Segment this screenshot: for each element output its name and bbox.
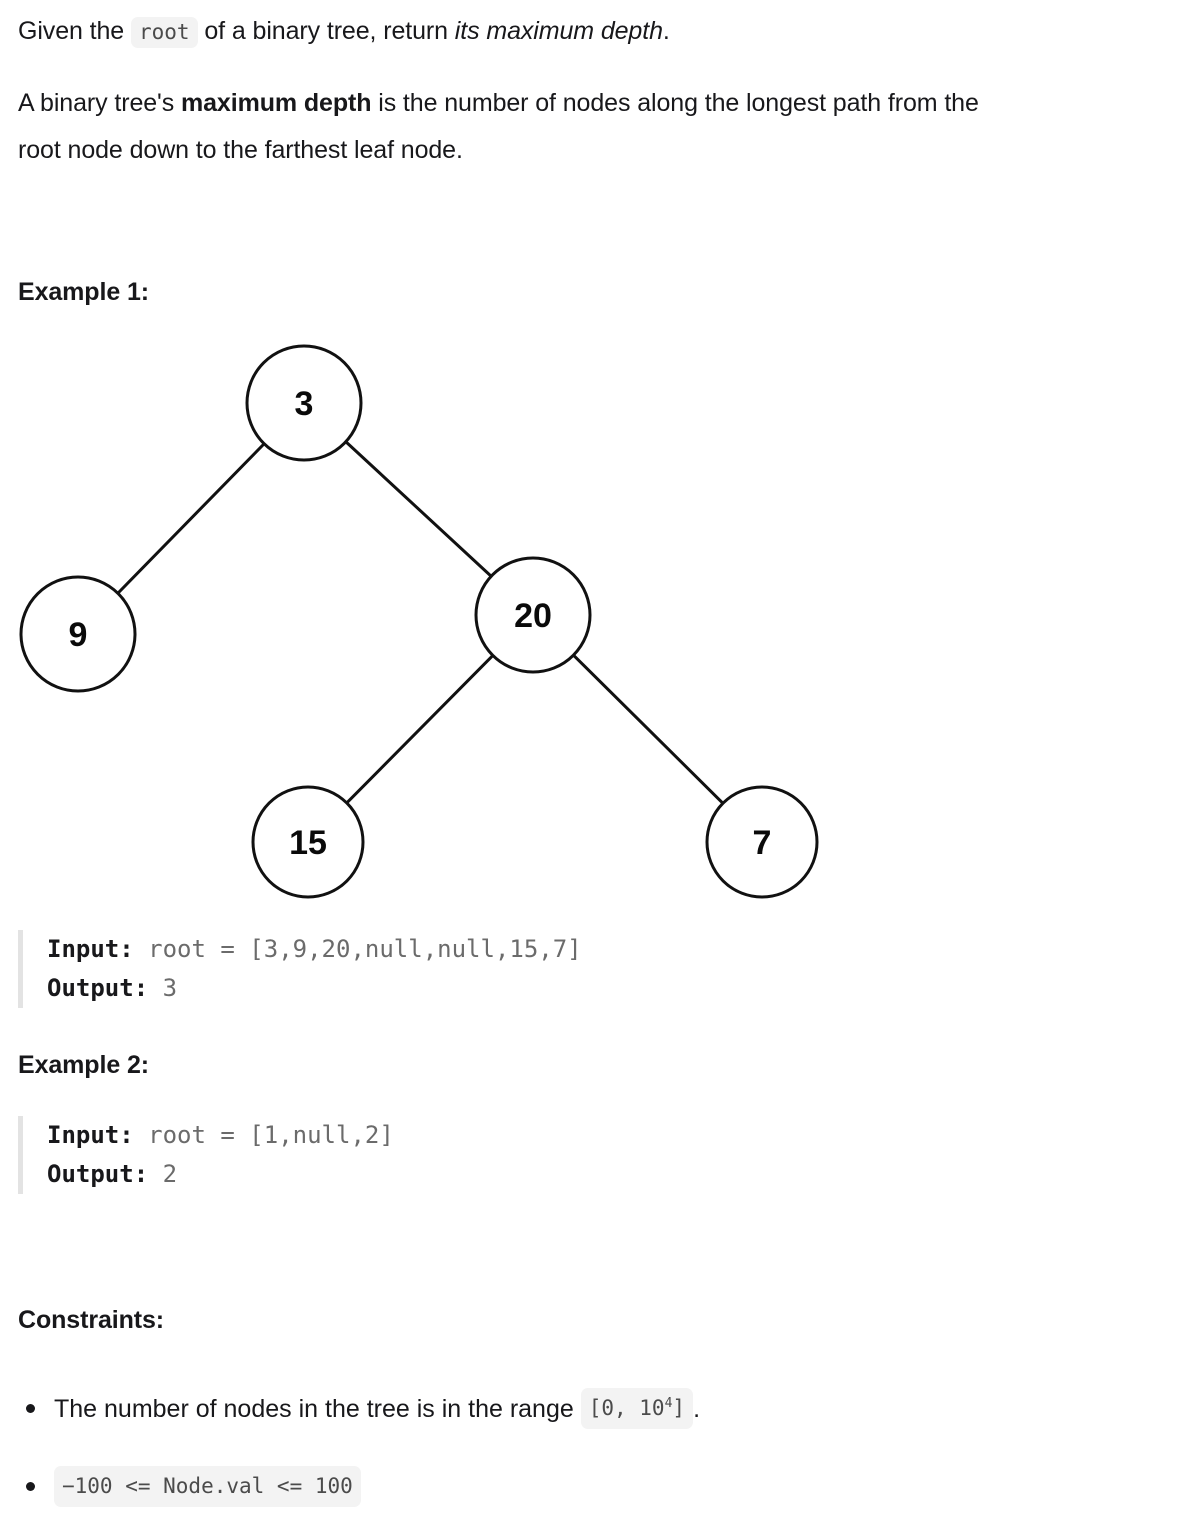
constraint-1-code-tail: ] xyxy=(672,1396,686,1420)
tree-edge xyxy=(344,440,493,578)
constraint-item-2-text: −100 <= Node.val <= 100 xyxy=(54,1466,361,1507)
example-2-input-label: Input: xyxy=(47,1121,134,1149)
constraint-item-1-text: The number of nodes in the tree is in th… xyxy=(54,1388,700,1429)
definition-text-part2: is the number of nodes along the longest… xyxy=(371,89,979,117)
definition-text-line2: root node down to the farthest leaf node… xyxy=(18,136,463,164)
example-1-heading: Example 1: xyxy=(18,278,150,306)
constraint-1-text-before: The number of nodes in the tree is in th… xyxy=(54,1394,581,1423)
tree-node-9: 9 xyxy=(19,575,137,693)
binary-tree-svg: 3 9 20 15 7 xyxy=(19,344,819,899)
constraint-1-code-base: [0, 10 xyxy=(588,1396,665,1420)
example-1-input-label: Input: xyxy=(47,935,134,963)
bullet-dot-icon xyxy=(26,1404,35,1413)
tree-node-label: 7 xyxy=(753,824,772,862)
tree-node-circle xyxy=(474,556,592,674)
example-1-code-block: Input: root = [3,9,20,null,null,15,7] Ou… xyxy=(18,930,582,1008)
constraint-2-code-chip: −100 <= Node.val <= 100 xyxy=(54,1466,361,1507)
example-2-code-block: Input: root = [1,null,2] Output: 2 xyxy=(18,1116,394,1194)
constraint-1-code-chip: [0, 104] xyxy=(580,1388,694,1429)
intro-paragraph: Given the root of a binary tree, return … xyxy=(18,8,1178,56)
example-1-output-value: 3 xyxy=(148,974,178,1002)
tree-node-circle xyxy=(19,575,137,693)
example-2-output-value: 2 xyxy=(148,1160,178,1188)
example-2-output-label: Output: xyxy=(47,1160,149,1188)
binary-tree-diagram: 3 9 20 15 7 xyxy=(0,0,900,935)
tree-nodes: 3 9 20 15 7 xyxy=(19,344,819,899)
tree-node-15: 15 xyxy=(251,785,365,899)
definition-paragraph: A binary tree's maximum depth is the num… xyxy=(18,80,1183,127)
tree-node-3: 3 xyxy=(245,344,363,462)
tree-node-label: 15 xyxy=(289,824,327,862)
intro-italic-text: its maximum depth xyxy=(454,17,663,45)
bullet-dot-icon xyxy=(26,1482,35,1491)
root-code-chip: root xyxy=(130,17,198,48)
definition-bold-term: maximum depth xyxy=(180,89,372,117)
tree-node-label: 9 xyxy=(69,616,88,654)
tree-edge xyxy=(345,653,495,805)
tree-edge xyxy=(116,442,266,595)
constraint-item-2: −100 <= Node.val <= 100 xyxy=(26,1466,361,1507)
tree-edge xyxy=(571,653,725,805)
constraint-1-text-after: . xyxy=(693,1394,701,1423)
intro-prefix-text: Given the xyxy=(18,17,131,45)
intro-mid-text: of a binary tree, return xyxy=(197,17,455,45)
example-2-heading: Example 2: xyxy=(18,1051,150,1079)
tree-node-label: 20 xyxy=(514,597,552,635)
intro-suffix-text: . xyxy=(662,17,670,45)
tree-node-circle xyxy=(251,785,365,899)
example-2-input-value: root = [1,null,2] xyxy=(133,1121,394,1149)
constraint-item-1: The number of nodes in the tree is in th… xyxy=(26,1388,700,1429)
tree-node-20: 20 xyxy=(474,556,592,674)
constraint-1-code-superscript: 4 xyxy=(664,1396,673,1411)
tree-node-7: 7 xyxy=(705,785,819,899)
tree-edges xyxy=(116,440,725,805)
definition-text-part1: A binary tree's xyxy=(18,89,181,117)
tree-node-label: 3 xyxy=(295,385,314,423)
tree-node-circle xyxy=(705,785,819,899)
constraints-heading: Constraints: xyxy=(18,1306,165,1334)
definition-paragraph-line2: root node down to the farthest leaf node… xyxy=(18,127,1183,174)
tree-node-circle xyxy=(245,344,363,462)
example-1-output-label: Output: xyxy=(47,974,149,1002)
example-1-input-value: root = [3,9,20,null,null,15,7] xyxy=(133,935,582,963)
